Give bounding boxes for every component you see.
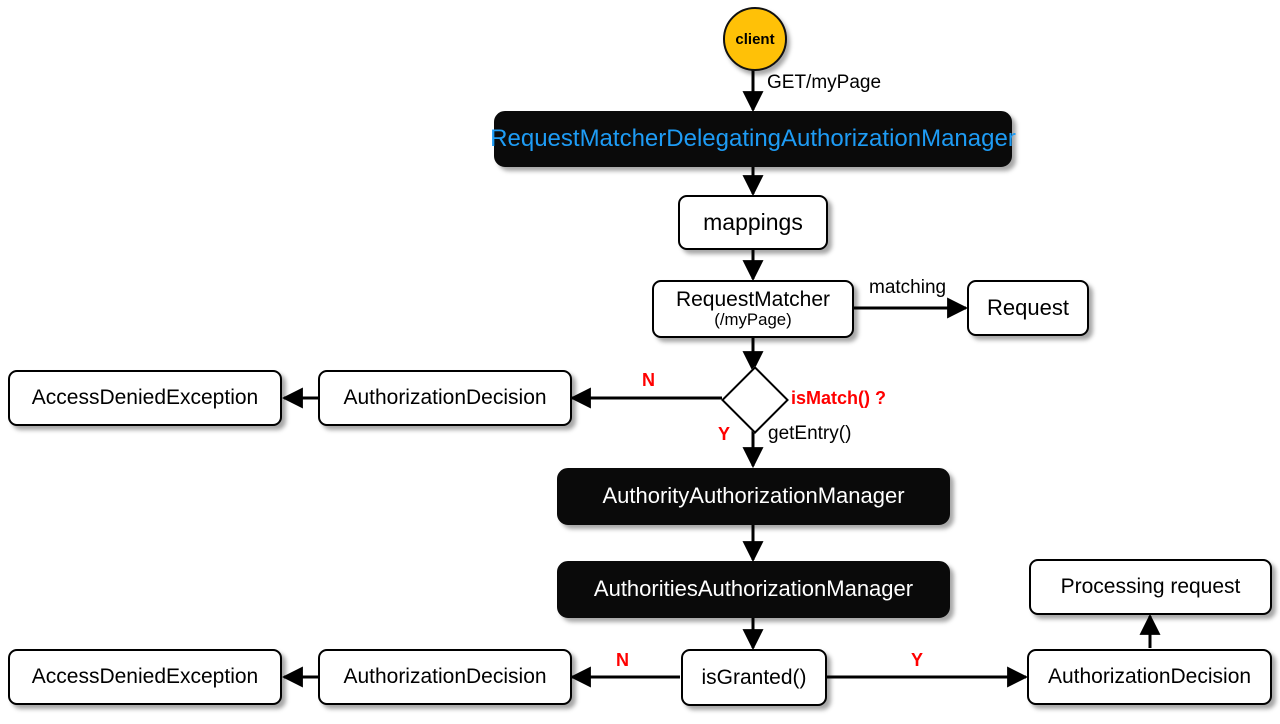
node-authorities-authorization-manager[interactable]: AuthoritiesAuthorizationManager bbox=[557, 561, 950, 618]
node-access-denied-top-label: AccessDeniedException bbox=[31, 386, 259, 410]
node-client[interactable]: client bbox=[723, 7, 787, 71]
node-access-denied-exception-top[interactable]: AccessDeniedException bbox=[8, 370, 282, 426]
node-request-matcher[interactable]: RequestMatcher (/myPage) bbox=[652, 280, 854, 338]
node-request-matcher-sublabel: (/myPage) bbox=[714, 310, 792, 330]
edge-label-match-yes: Y bbox=[718, 424, 731, 444]
node-delegating-label: RequestMatcherDelegatingAuthorizationMan… bbox=[490, 124, 1016, 152]
node-authorization-decision-bottom-right-label: AuthorizationDecision bbox=[1047, 665, 1252, 689]
node-access-denied-exception-bottom[interactable]: AccessDeniedException bbox=[8, 649, 282, 705]
node-access-denied-bottom-label: AccessDeniedException bbox=[31, 665, 259, 689]
node-authorization-decision-top-label: AuthorizationDecision bbox=[343, 386, 547, 410]
node-processing-request-label: Processing request bbox=[1060, 575, 1241, 599]
node-request-matcher-delegating-authorization-manager[interactable]: RequestMatcherDelegatingAuthorizationMan… bbox=[490, 111, 1016, 167]
node-is-granted-label: isGranted() bbox=[701, 665, 807, 689]
node-request-matcher-label: RequestMatcher bbox=[675, 287, 831, 311]
node-authorities-manager-label: AuthoritiesAuthorizationManager bbox=[593, 576, 914, 602]
node-authority-manager-label: AuthorityAuthorizationManager bbox=[602, 483, 905, 509]
edge-label-granted-yes: Y bbox=[911, 650, 924, 670]
edge-label-get-mypage: GET/myPage bbox=[767, 72, 882, 93]
node-request[interactable]: Request bbox=[967, 280, 1089, 336]
node-client-label: client bbox=[735, 30, 775, 48]
node-mappings-label: mappings bbox=[703, 208, 803, 235]
node-request-label: Request bbox=[987, 294, 1069, 320]
node-authorization-decision-bottom-right[interactable]: AuthorizationDecision bbox=[1027, 649, 1272, 705]
node-authority-authorization-manager[interactable]: AuthorityAuthorizationManager bbox=[557, 468, 950, 525]
node-processing-request[interactable]: Processing request bbox=[1029, 559, 1272, 615]
node-is-granted[interactable]: isGranted() bbox=[681, 649, 827, 706]
edge-label-is-match: isMatch() ? bbox=[791, 388, 887, 408]
node-mappings[interactable]: mappings bbox=[678, 195, 828, 250]
node-authorization-decision-bottom-left[interactable]: AuthorizationDecision bbox=[318, 649, 572, 705]
edge-label-granted-no: N bbox=[616, 650, 629, 670]
node-authorization-decision-bottom-left-label: AuthorizationDecision bbox=[343, 665, 547, 689]
edge-label-matching: matching bbox=[869, 277, 947, 298]
edge-label-get-entry: getEntry() bbox=[768, 423, 852, 444]
node-authorization-decision-top[interactable]: AuthorizationDecision bbox=[318, 370, 572, 426]
edge-label-match-no: N bbox=[642, 370, 655, 390]
